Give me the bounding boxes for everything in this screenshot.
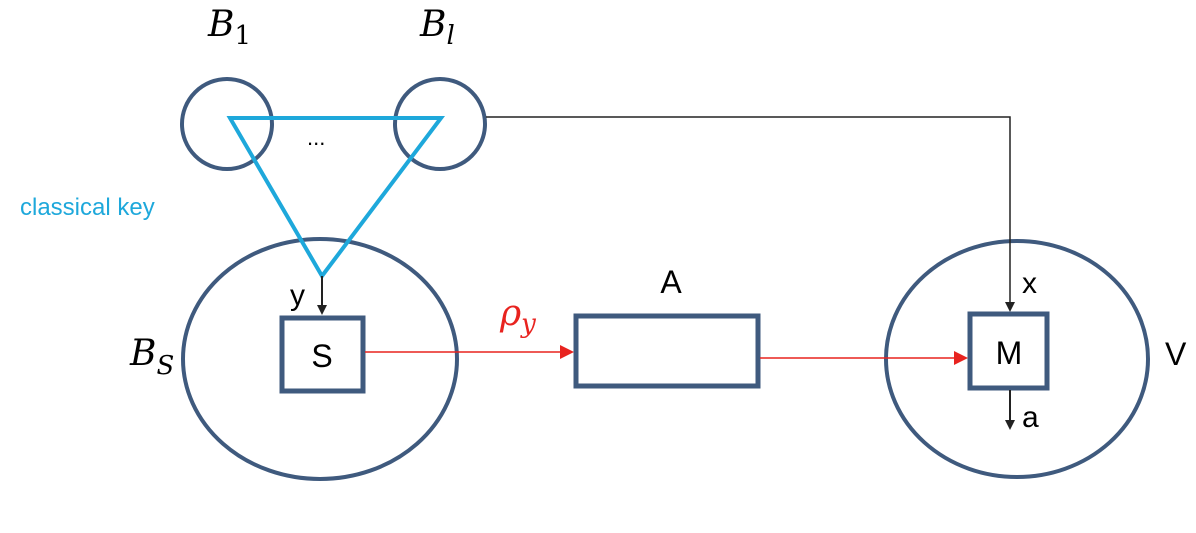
a-box-title: A <box>660 264 682 300</box>
v-ellipse <box>884 239 1150 479</box>
rho-label-main: ρ <box>499 293 521 334</box>
rho-label: ρy <box>499 293 536 339</box>
bl-label: Bl <box>419 4 455 51</box>
b1-node <box>180 77 274 171</box>
classical-key-triangle <box>226 116 446 280</box>
m-box-label: M <box>996 335 1023 371</box>
m-box <box>967 311 1050 391</box>
b1-label: B1 <box>207 4 251 51</box>
y-label: y <box>290 279 305 312</box>
x-wire <box>486 116 1015 312</box>
v-label: V <box>1165 336 1187 372</box>
a-label: a <box>1022 401 1039 434</box>
classical-key-label: classical key <box>20 194 155 221</box>
bs-label-sub: S <box>156 351 174 381</box>
s-box-label: S <box>311 338 332 374</box>
rho-label-sub: y <box>520 309 536 339</box>
bs-label: BS <box>129 333 174 381</box>
bs-ellipse <box>181 237 459 481</box>
bl-label-main: B <box>419 4 446 45</box>
bl-node <box>393 77 487 171</box>
dots-label: ... <box>307 125 325 150</box>
a-box <box>573 313 761 389</box>
b1-label-main: B <box>207 4 234 45</box>
bs-label-main: B <box>129 333 156 374</box>
x-label: x <box>1022 267 1037 300</box>
bl-label-sub: l <box>446 21 454 51</box>
s-box <box>279 315 366 394</box>
b1-label-sub: 1 <box>234 21 251 51</box>
